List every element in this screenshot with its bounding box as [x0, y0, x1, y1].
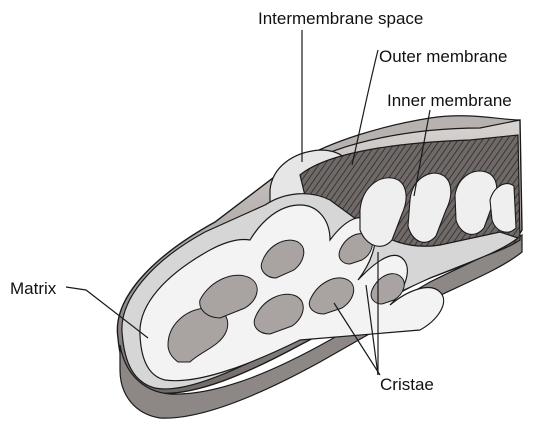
label-outer-membrane: Outer membrane	[379, 48, 508, 65]
label-matrix: Matrix	[10, 280, 56, 297]
label-intermembrane-space: Intermembrane space	[258, 10, 423, 27]
label-cristae: Cristae	[380, 376, 434, 393]
label-inner-membrane: Inner membrane	[387, 92, 512, 109]
